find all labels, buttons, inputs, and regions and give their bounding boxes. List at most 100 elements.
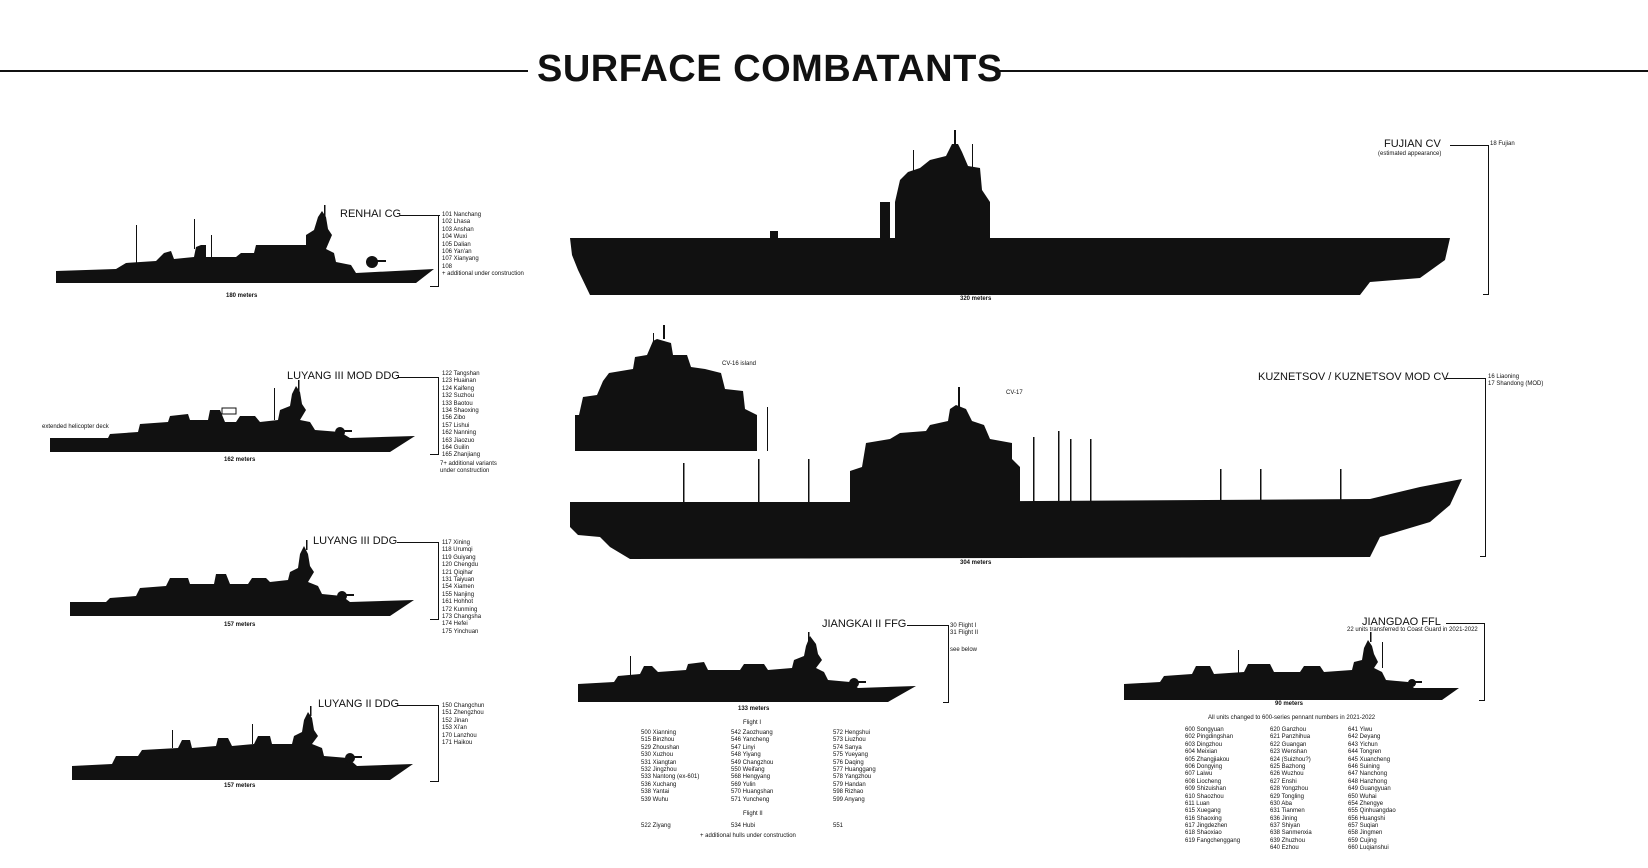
list-item: 645 Xuancheng bbox=[1348, 756, 1391, 763]
list-item: 534 Hubi bbox=[731, 823, 756, 829]
list-item: 571 Yuncheng bbox=[731, 796, 770, 803]
luyang3-hull-list: 117 Xining 118 Urumqi 119 Guiyang 120 Ch… bbox=[442, 540, 481, 636]
jiangkai-flight-list: 30 Flight I 31 Flight II bbox=[950, 623, 978, 638]
list-item: 655 Qinhuangdao bbox=[1348, 808, 1396, 815]
jiangdao-transfer-note: 22 units transferred to Coast Guard in 2… bbox=[1347, 627, 1478, 633]
list-item: 658 Jingmen bbox=[1348, 830, 1383, 837]
list-item: 575 Yueyang bbox=[833, 752, 868, 759]
list-item: 659 Cujing bbox=[1348, 837, 1377, 844]
list-item: 120 Chengdu bbox=[442, 562, 479, 569]
list-item: 131 Taiyuan bbox=[442, 576, 475, 583]
luyang3-silhouette bbox=[70, 540, 415, 618]
list-item: 532 Jingzhou bbox=[641, 766, 677, 773]
jiangdao-column-2: 620 Ganzhou 621 Panzhihua 622 Guangan 62… bbox=[1270, 727, 1312, 853]
helicopter-deck-annotation: extended helicopter deck bbox=[42, 424, 109, 430]
renhai-bracket bbox=[430, 215, 439, 287]
list-item: 639 Zhuzhou bbox=[1270, 837, 1306, 844]
luyang2-silhouette bbox=[72, 706, 414, 782]
flight2-column-2: 534 Hubi bbox=[731, 823, 755, 830]
kuznetsov-leader-line bbox=[1446, 378, 1486, 379]
list-item: 611 Luan bbox=[1185, 800, 1210, 807]
kuznetsov-silhouette bbox=[570, 387, 1465, 559]
list-item: 529 Zhoushan bbox=[641, 744, 680, 751]
fujian-subtitle: (estimated appearance) bbox=[1378, 151, 1442, 157]
jiangkai-bracket bbox=[943, 625, 949, 703]
flight2-column-3: 551 bbox=[833, 823, 843, 830]
list-item: 628 Yongzhou bbox=[1270, 786, 1309, 793]
list-item: 574 Sanya bbox=[833, 744, 862, 751]
list-item: 500 Xianning bbox=[641, 730, 677, 736]
luyang3mod-class-label: LUYANG III MOD DDG bbox=[287, 370, 400, 382]
list-item: 171 Haikou bbox=[442, 739, 473, 746]
list-item: 630 Aba bbox=[1270, 800, 1293, 807]
list-item: 174 Hefei bbox=[442, 621, 468, 628]
page-header: SURFACE COMBATANTS bbox=[0, 48, 1648, 98]
list-item: 102 Lhasa bbox=[442, 219, 471, 226]
list-item: 644 Tongren bbox=[1348, 749, 1382, 756]
flight2-column-1: 522 Ziyang bbox=[641, 823, 671, 830]
hull-note: + additional under construction bbox=[442, 271, 524, 278]
list-item: 625 Bazhong bbox=[1270, 763, 1306, 770]
luyang3-leader-line bbox=[397, 542, 437, 543]
list-item: 638 Sanmenxia bbox=[1270, 830, 1312, 837]
renhai-class-label: RENHAI CG bbox=[340, 208, 402, 220]
list-item: 550 Weifang bbox=[731, 766, 765, 773]
list-item: 603 Dingzhou bbox=[1185, 741, 1223, 748]
page-title: SURFACE COMBATANTS bbox=[537, 48, 1003, 90]
luyang3mod-hull-list: 122 Tangshan 123 Huainan 124 Kaifeng 132… bbox=[442, 371, 480, 460]
jiangdao-class-label: JIANGDAO FFL bbox=[1362, 616, 1441, 628]
jiangdao-column-3: 641 Yiwu 642 Deyang 643 Yichun 644 Tongr… bbox=[1348, 727, 1396, 853]
list-item: 546 Yancheng bbox=[731, 737, 770, 744]
list-item: 18 Fujian bbox=[1490, 141, 1515, 147]
list-item: 616 Shaoxing bbox=[1185, 815, 1222, 822]
jiangdao-pennant-note: All units changed to 600-series pennant … bbox=[1208, 715, 1376, 721]
list-item: 608 Liocheng bbox=[1185, 778, 1222, 785]
list-item: 640 Ezhou bbox=[1270, 845, 1299, 852]
list-item: 17 Shandong (MOD) bbox=[1488, 381, 1544, 388]
list-item: 598 Rizhao bbox=[833, 789, 864, 796]
list-item: 624 (Suizhou?) bbox=[1270, 756, 1311, 763]
list-item: 165 Zhanjiang bbox=[442, 452, 481, 459]
list-item: 162 Nanning bbox=[442, 430, 477, 437]
luyang3-bracket bbox=[430, 542, 439, 620]
cv16-island-silhouette bbox=[575, 325, 775, 451]
list-item: 548 Yiyang bbox=[731, 752, 761, 759]
fujian-leader-line bbox=[1450, 145, 1488, 146]
fujian-hull-list: 18 Fujian bbox=[1490, 141, 1515, 148]
list-item: 642 Deyang bbox=[1348, 734, 1381, 741]
list-item: 157 Lishui bbox=[442, 422, 470, 429]
list-item: 163 Jiaozuo bbox=[442, 437, 475, 444]
list-item: 153 Xi'an bbox=[442, 725, 467, 732]
list-item: 123 Huainan bbox=[442, 378, 477, 385]
list-item: 656 Huangshi bbox=[1348, 815, 1386, 822]
kuznetsov-hull-list: 16 Liaoning 17 Shandong (MOD) bbox=[1488, 374, 1543, 389]
list-item: 104 Wuxi bbox=[442, 234, 467, 241]
flight1-column-1: 500 Xianning 515 Binzhou 529 Zhoushan 53… bbox=[641, 730, 699, 804]
list-item: 103 Anshan bbox=[442, 226, 474, 233]
list-item: 172 Kunming bbox=[442, 606, 478, 613]
luyang2-hull-list: 150 Changchun 151 Zhengzhou 152 Jinan 15… bbox=[442, 703, 484, 747]
list-item: 643 Yichun bbox=[1348, 741, 1378, 748]
jiangkai-length: 133 meters bbox=[738, 706, 770, 712]
list-item: 657 Suqian bbox=[1348, 823, 1379, 830]
list-item: 547 Linyi bbox=[731, 744, 756, 751]
list-item: 161 Hohhot bbox=[442, 599, 474, 606]
fujian-silhouette bbox=[570, 130, 1460, 295]
list-item: 606 Dongying bbox=[1185, 763, 1223, 770]
list-item: 134 Shaoxing bbox=[442, 407, 479, 414]
list-item: 627 Enshi bbox=[1270, 778, 1297, 785]
list-item: 573 Liuzhou bbox=[833, 737, 866, 744]
jiangdao-silhouette bbox=[1124, 632, 1460, 702]
list-item: 16 Liaoning bbox=[1488, 374, 1520, 380]
list-item: 568 Hengyang bbox=[731, 774, 771, 781]
luyang3mod-bracket bbox=[430, 377, 439, 455]
list-item: 118 Urumqi bbox=[442, 547, 473, 554]
list-item: 107 Xianyang bbox=[442, 256, 479, 263]
renhai-length: 180 meters bbox=[226, 293, 258, 299]
luyang3-class-label: LUYANG III DDG bbox=[313, 535, 398, 547]
fujian-length: 320 meters bbox=[960, 296, 992, 302]
jiangdao-column-1: 600 Songyuan 602 Pingdingshan 603 Dingzh… bbox=[1185, 727, 1240, 845]
list-item: 173 Changsha bbox=[442, 613, 482, 620]
jiangdao-length: 90 meters bbox=[1275, 701, 1304, 707]
list-item: 577 Huanggang bbox=[833, 766, 876, 773]
